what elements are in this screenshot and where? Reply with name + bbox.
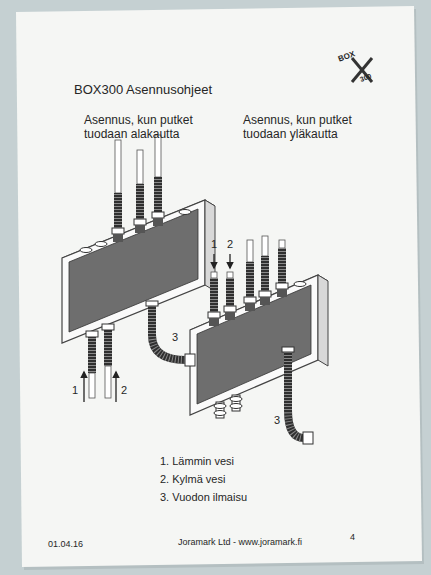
illustration-part [80, 248, 92, 253]
pipe-fitting [277, 289, 287, 297]
pipe-fitting [208, 312, 220, 318]
pipes [86, 135, 288, 418]
section-heading: Asennus, kun putket tuodaan yläkautta [243, 113, 371, 142]
pipe-fitting [209, 318, 219, 326]
illustration-part [152, 306, 186, 360]
pipe-ring [214, 411, 226, 416]
corrugated-pipe [278, 248, 286, 284]
callout-number: 2 [227, 238, 233, 251]
legend-item: 3. Vuodon ilmaisu [160, 491, 247, 504]
corrugated-pipe [114, 193, 122, 229]
illustration-part [229, 254, 230, 268]
illustration-part [294, 282, 306, 287]
water-pipe [227, 272, 233, 278]
section-heading: Asennus, kun putket tuodaan alakautta [84, 113, 212, 142]
callout-number: 3 [172, 331, 178, 344]
illustration-part [95, 242, 107, 247]
paper-sheet [16, 6, 422, 567]
pipe-fitting [134, 219, 146, 225]
legend-item: 1. Lämmin vesi [160, 455, 234, 468]
pipe-fitting [244, 297, 256, 303]
footer-date: 01.04.16 [48, 539, 83, 550]
pipe-ring [230, 404, 242, 409]
corrugated-pipe [246, 262, 254, 298]
illustration-part [115, 372, 116, 402]
pipe-fitting [112, 228, 124, 234]
callout-number: 3 [274, 414, 280, 427]
callout-number: 1 [72, 384, 78, 397]
callout-number: 1 [211, 238, 217, 251]
pipe-fitting [260, 297, 270, 305]
pipe-fitting [153, 218, 163, 226]
illustration-part [185, 354, 195, 366]
illustration-part [213, 254, 214, 268]
pipe-fitting [152, 212, 164, 218]
corrugated-pipe [226, 278, 234, 307]
callout-number: 2 [121, 384, 127, 397]
corrugated-pipe [261, 256, 269, 292]
pipe-fitting [224, 306, 236, 312]
water-pipe [105, 366, 111, 398]
water-pipe [262, 236, 268, 256]
pipe-fitting [86, 331, 98, 337]
pipe-fitting [245, 303, 255, 311]
pipe-fitting [135, 225, 145, 233]
page-number: 4 [350, 532, 355, 543]
pipe-fitting [259, 291, 271, 297]
pipe-fitting [113, 234, 123, 242]
water-pipe [115, 140, 121, 193]
footer-company: Joramark Ltd - www.joramark.fi [178, 537, 302, 548]
leak-hoses [146, 301, 313, 444]
illustration-part [152, 306, 186, 360]
water-pipe [137, 150, 143, 184]
water-pipe [211, 272, 217, 278]
pipe-fitting [225, 312, 235, 320]
pipe-fitting [102, 324, 114, 330]
corrugated-pipe [136, 184, 144, 220]
illustration-part [146, 301, 158, 306]
box-right [190, 275, 328, 415]
illustration-part [282, 347, 294, 352]
water-pipe [247, 240, 253, 262]
illustration-part [69, 209, 198, 332]
pipe-ring [230, 397, 242, 402]
flow-arrows [84, 254, 230, 402]
illustration-part [303, 432, 313, 444]
illustration-part [179, 210, 191, 215]
corrugated-pipe [154, 177, 162, 213]
illustration-part [83, 372, 84, 402]
corrugated-pipe [210, 278, 218, 313]
illustration-part [318, 275, 328, 366]
logo-text: 300 [359, 72, 373, 84]
legend-item: 2. Kylmä vesi [160, 473, 225, 486]
illustration-part [288, 352, 304, 438]
corrugated-pipe [104, 330, 112, 366]
illustration-part [288, 352, 304, 438]
page-title: BOX300 Asennusohjeet [74, 82, 212, 98]
illustration-part [62, 200, 205, 343]
box-left [62, 200, 215, 343]
corrugated-pipe [88, 337, 96, 373]
pipe-ring [214, 404, 226, 409]
pipe-fitting [276, 283, 288, 289]
water-pipe [89, 373, 95, 398]
logo-text: BOX [337, 49, 357, 64]
water-pipe [279, 240, 285, 248]
